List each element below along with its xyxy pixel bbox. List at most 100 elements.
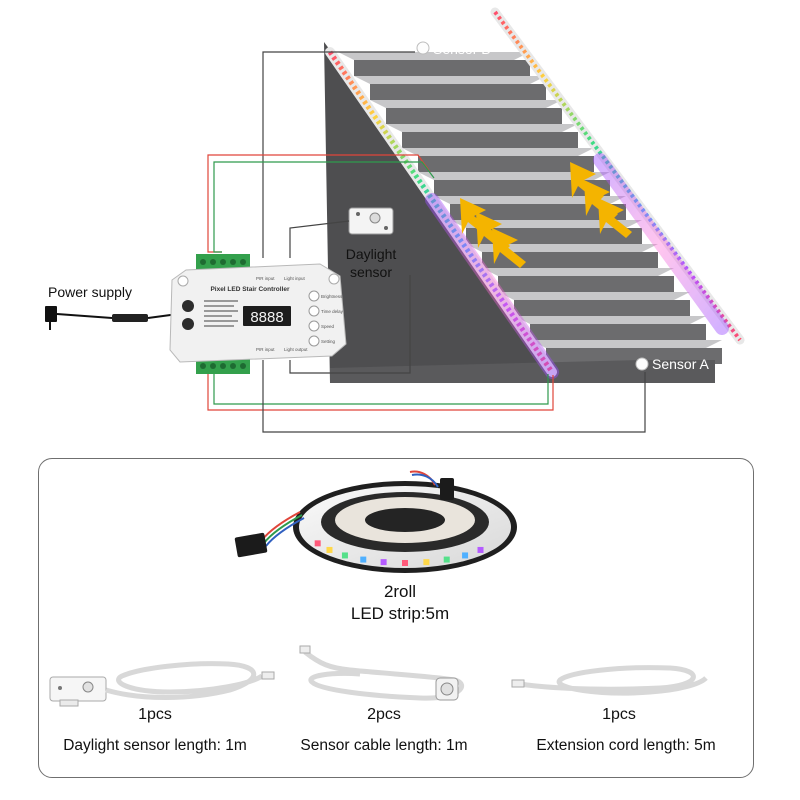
stair-riser [450, 204, 626, 220]
controller-button[interactable] [308, 335, 320, 347]
led-strip-lit-right [490, 7, 745, 345]
stair-tread [514, 316, 706, 324]
daylight-sensor-product [49, 661, 275, 707]
sensor-b-label: Sensor B [433, 41, 491, 57]
controller-button[interactable] [308, 290, 320, 302]
stair-tread [498, 292, 690, 300]
stair-riser [482, 252, 658, 268]
extension-cord-quantity: 1pcs [602, 706, 636, 723]
staircase-base [330, 360, 715, 383]
stair-riser [402, 132, 578, 148]
led-chip [443, 556, 450, 563]
arrow-icon [598, 198, 632, 238]
controller-button-label: Setting [321, 339, 336, 344]
wire-controller-daylight [289, 275, 411, 374]
controller-button[interactable] [308, 320, 320, 332]
led-chip [402, 560, 408, 566]
led-chip [360, 556, 367, 563]
wire-sensor-b [262, 51, 415, 258]
connector-icon [234, 532, 268, 558]
controller-port-label: Light input [284, 276, 306, 281]
sensor-cable-quantity: 2pcs [367, 706, 401, 723]
stair-tread [530, 340, 722, 348]
sensor-b-icon [416, 41, 430, 55]
stair-riser [514, 300, 690, 316]
power-connector [112, 314, 148, 322]
led-chip [314, 540, 321, 547]
stair-riser [354, 60, 530, 76]
led-strip-lit-left [325, 47, 559, 379]
wire-daylight [289, 220, 350, 258]
reel-led-chips [314, 540, 484, 566]
sensor-cable-description: Sensor cable length: 1m [300, 737, 468, 754]
daylight-sensor-description: Daylight sensor length: 1m [63, 737, 247, 754]
arrow-icon [492, 228, 526, 268]
daylight-sensor-quantity: 1pcs [138, 706, 172, 723]
port-icon [182, 318, 194, 330]
staircase-side-wall [324, 42, 640, 383]
stair-tread [386, 124, 578, 132]
wire-red-top [207, 154, 431, 253]
power-supply-label: Power supply [48, 284, 132, 300]
power-supply: Power supply [45, 284, 179, 330]
stair-riser [370, 84, 546, 100]
stair-tread [482, 268, 674, 276]
stair-riser [418, 156, 594, 172]
light-sensor-icon [369, 212, 381, 224]
controller-spec-text [204, 300, 238, 327]
controller-port-label: Light output [284, 347, 308, 352]
connector-icon [440, 478, 454, 500]
stair-tread [418, 172, 610, 180]
stair-steps [338, 52, 722, 364]
controller-title: Pixel LED Stair Controller [210, 286, 290, 293]
light-sensor-icon [82, 681, 94, 693]
sensor-a-icon [635, 357, 649, 371]
wire-sensor-a [262, 360, 646, 433]
led-display [243, 306, 291, 326]
controller-port-label: PIR input [256, 347, 275, 352]
stair-tread [338, 52, 530, 60]
wire-green-top [213, 161, 435, 253]
controller-button-label: Speed [321, 324, 335, 329]
sensor-b: Sensor B [416, 41, 491, 57]
led-chip [341, 552, 348, 559]
controller-button[interactable] [308, 305, 320, 317]
stair-tread [354, 76, 546, 84]
stair-tread [402, 148, 594, 156]
daylight-sensor-label-line2: sensor [350, 264, 392, 280]
sensor-cable-product [299, 645, 464, 701]
daylight-sensor-label-line1: Daylight [346, 246, 397, 262]
stair-riser [498, 276, 674, 292]
led-strip-reel [234, 470, 517, 573]
controller-button-label: Brightness [321, 294, 343, 299]
stair-tread [434, 196, 626, 204]
cable-coil [519, 665, 708, 696]
cable-coil [105, 661, 264, 700]
staircase [324, 42, 722, 383]
led-display-value: 8888 [250, 309, 283, 326]
led-chip [326, 546, 333, 553]
controller-port-label: PIR input [256, 276, 275, 281]
port-icon [182, 300, 194, 312]
stair-tread [370, 100, 562, 108]
power-plug-icon [45, 306, 57, 322]
stair-riser [386, 108, 562, 124]
extension-cord-product [511, 665, 708, 696]
motion-direction-arrows [460, 162, 632, 268]
package-contents-panel [38, 458, 754, 778]
stair-controller: Pixel LED Stair Controller PIR input Lig… [169, 254, 347, 374]
led-chip [462, 552, 469, 559]
controller-button-label: Time delay [321, 309, 344, 314]
extension-cord-description: Extension cord length: 5m [536, 737, 716, 754]
led-strip-description: LED strip:5m [350, 604, 450, 623]
stair-riser [530, 324, 706, 340]
led-chip [477, 546, 484, 553]
daylight-sensor: Daylight sensor [346, 207, 397, 280]
stair-riser [434, 180, 610, 196]
led-strip-quantity: 2roll [383, 582, 417, 601]
sensor-a: Sensor A [635, 356, 709, 372]
sensor-a-label: Sensor A [652, 356, 709, 372]
led-chip [380, 559, 387, 566]
stair-tread [466, 244, 658, 252]
